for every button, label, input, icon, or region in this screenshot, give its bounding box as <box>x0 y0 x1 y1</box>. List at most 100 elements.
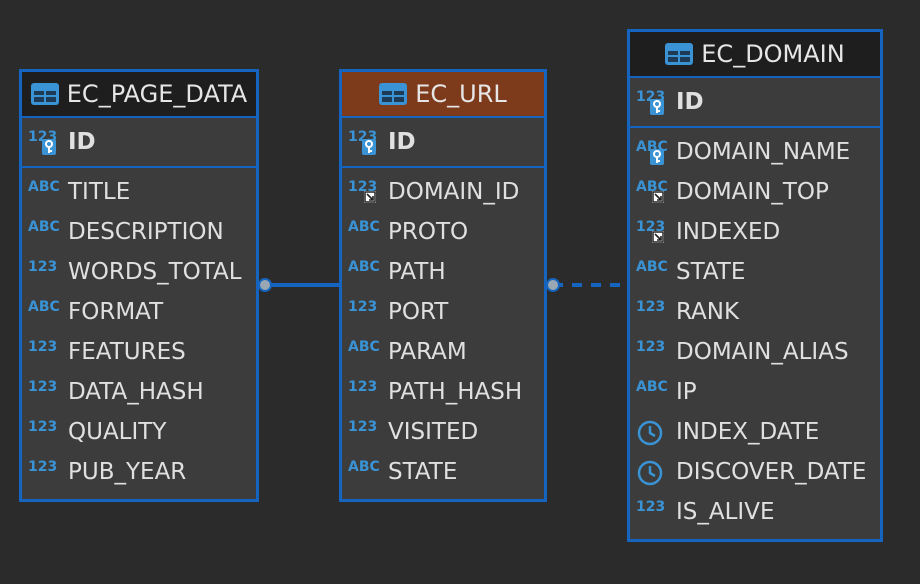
column-name: PATH_HASH <box>388 379 523 405</box>
type-label: 123 <box>348 379 378 395</box>
type-label: ABC <box>636 379 668 395</box>
entity-header[interactable]: EC_URL <box>342 72 544 118</box>
column-name: DISCOVER_DATE <box>676 459 867 485</box>
entity-title: EC_URL <box>415 80 507 108</box>
table-icon <box>379 83 408 105</box>
column-name: PATH <box>388 259 446 285</box>
table-icon <box>665 43 694 65</box>
column-row[interactable]: 123 PORT <box>342 292 544 332</box>
type-label: ABC <box>348 259 380 275</box>
type-label: 123 <box>28 379 58 395</box>
type-label: ABC <box>348 219 380 235</box>
column-name: PORT <box>388 299 449 325</box>
column-name: DOMAIN_ID <box>388 179 520 205</box>
column-name: QUALITY <box>68 419 167 445</box>
entity-title: EC_DOMAIN <box>701 40 845 68</box>
key-icon <box>650 99 664 115</box>
number-type-icon: 123 <box>348 419 382 445</box>
column-name: VISITED <box>388 419 479 445</box>
type-label: ABC <box>348 459 380 475</box>
column-row[interactable]: INDEX_DATE <box>630 412 880 452</box>
type-label: ABC <box>348 339 380 355</box>
type-label: ABC <box>28 179 60 195</box>
type-label: 123 <box>636 339 666 355</box>
column-name: STATE <box>676 259 746 285</box>
relation-endpoint-dot <box>258 278 272 292</box>
type-label: 123 <box>28 339 58 355</box>
foreign-key-icon <box>652 231 664 243</box>
number-type-icon: 123 <box>28 259 62 285</box>
string-type-icon: ABC <box>348 219 382 245</box>
column-name: ID <box>68 129 96 155</box>
column-row[interactable]: ABC STATE <box>630 252 880 292</box>
entity-header[interactable]: EC_PAGE_DATA <box>22 72 256 118</box>
foreign-key-icon <box>364 191 376 203</box>
string-type-icon: ABC <box>636 259 670 285</box>
type-label: 123 <box>348 299 378 315</box>
column-name: ID <box>676 89 704 115</box>
string-type-icon: ABC <box>636 379 670 405</box>
number-type-icon: 123 <box>348 299 382 325</box>
type-label: 123 <box>28 259 58 275</box>
column-name: IP <box>676 379 697 405</box>
type-label: 123 <box>636 299 666 315</box>
string-type-icon: ABC <box>28 219 62 245</box>
string-type-icon: ABC <box>348 459 382 485</box>
column-name: DESCRIPTION <box>68 219 224 245</box>
type-label: ABC <box>28 219 60 235</box>
number-type-icon: 123 <box>636 499 670 525</box>
key-icon <box>42 139 56 155</box>
column-row[interactable]: ABC STATE <box>342 452 544 492</box>
type-label: ABC <box>636 259 668 275</box>
number-type-icon: 123 <box>28 339 62 365</box>
number-type-icon: 123 <box>636 299 670 325</box>
column-row[interactable]: ABC IP <box>630 372 880 412</box>
column-name: INDEX_DATE <box>676 419 820 445</box>
entity-header[interactable]: EC_DOMAIN <box>630 32 880 78</box>
column-row[interactable]: ABC DESCRIPTION <box>22 212 256 252</box>
column-row[interactable]: DISCOVER_DATE <box>630 452 880 492</box>
column-row[interactable]: 123 PATH_HASH <box>342 372 544 412</box>
column-name: STATE <box>388 459 458 485</box>
column-row[interactable]: ABC FORMAT <box>22 292 256 332</box>
table-icon <box>30 83 59 105</box>
type-label: 123 <box>28 419 58 435</box>
number-type-icon: 123 <box>348 179 382 205</box>
number-type-icon: 123 <box>348 129 382 155</box>
column-row[interactable]: ABC PROTO <box>342 212 544 252</box>
relation-endpoint-dot <box>546 278 560 292</box>
number-type-icon: 123 <box>636 219 670 245</box>
string-type-icon: ABC <box>348 259 382 285</box>
type-label: ABC <box>28 299 60 315</box>
column-row[interactable]: 123 QUALITY <box>22 412 256 452</box>
column-name: PROTO <box>388 219 469 245</box>
column-row[interactable]: ABC PATH <box>342 252 544 292</box>
column-name: FORMAT <box>68 299 164 325</box>
